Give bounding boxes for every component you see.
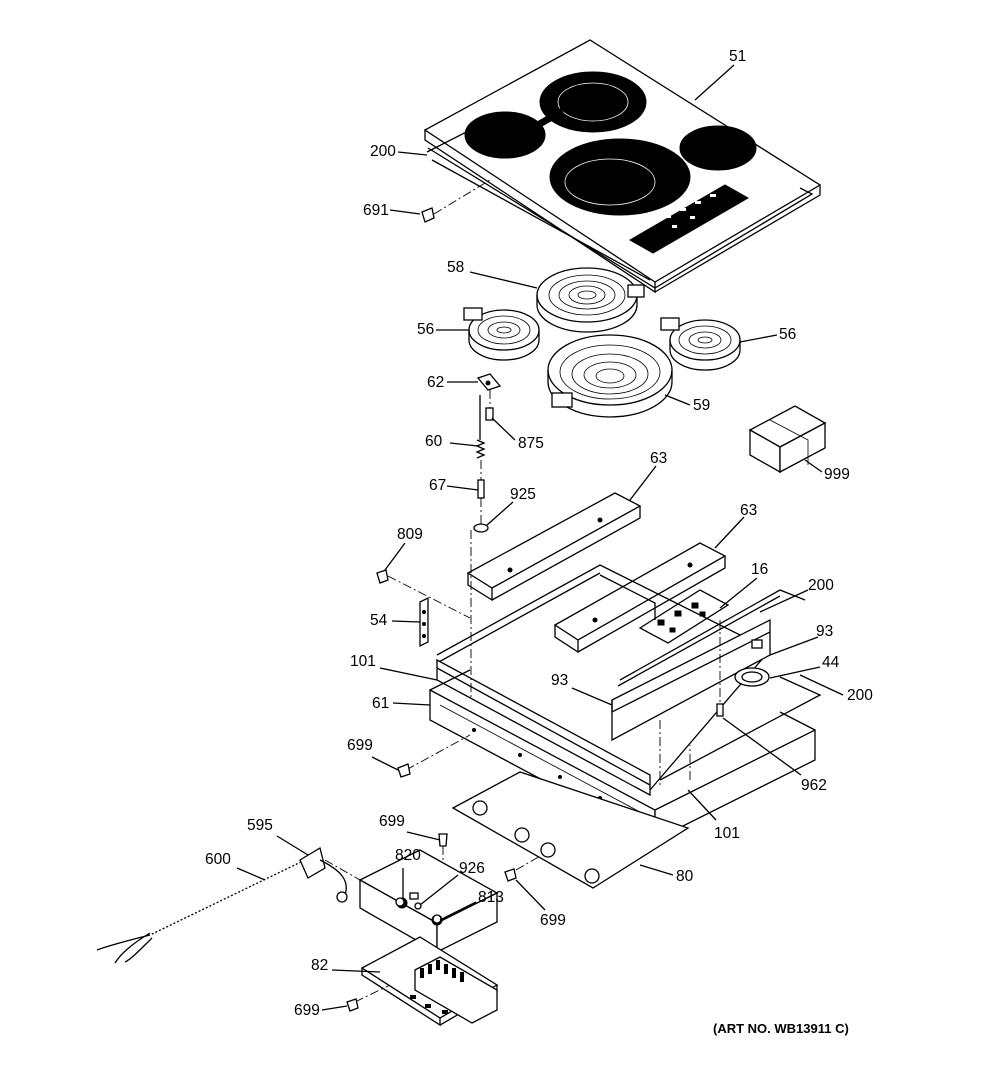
control-module-82 xyxy=(360,936,499,1027)
callout-200-mid: 200 xyxy=(808,577,834,594)
callout-600: 600 xyxy=(205,851,231,868)
grommet-44 xyxy=(734,667,770,687)
callout-699-right: 699 xyxy=(540,912,566,929)
callout-60: 60 xyxy=(425,433,443,450)
surface-element-56-left xyxy=(463,307,540,361)
callout-labels: 51 200 691 58 56 56 62 59 60 875 999 67 … xyxy=(205,48,873,1036)
callout-44: 44 xyxy=(822,654,840,671)
callout-56-left: 56 xyxy=(417,321,434,338)
callout-62: 62 xyxy=(427,374,444,391)
callout-699-left: 699 xyxy=(347,737,373,754)
bottom-cover-80 xyxy=(451,771,690,889)
callout-691: 691 xyxy=(363,202,389,219)
screw-875 xyxy=(485,390,494,421)
callout-809: 809 xyxy=(397,526,423,543)
bracket-62 xyxy=(476,373,502,391)
callout-82: 82 xyxy=(311,957,328,974)
frame-101-and-gasket-200 xyxy=(436,564,806,797)
screw-699-right xyxy=(504,868,517,882)
callout-63-left: 63 xyxy=(650,450,667,467)
screw-809 xyxy=(376,569,471,619)
surface-element-59 xyxy=(547,334,673,418)
callout-925: 925 xyxy=(510,486,536,503)
art-number: (ART NO. WB13911 C) xyxy=(713,1021,849,1036)
callout-813: 813 xyxy=(478,889,504,906)
spring-60 xyxy=(475,395,486,459)
surface-element-58 xyxy=(536,267,645,333)
callout-200-top: 200 xyxy=(370,143,396,160)
callout-101-left: 101 xyxy=(350,653,376,670)
callout-93-left: 93 xyxy=(551,672,568,689)
callout-61: 61 xyxy=(372,695,389,712)
callout-699-bottom: 699 xyxy=(294,1002,320,1019)
callout-820: 820 xyxy=(395,847,421,864)
callout-875: 875 xyxy=(518,435,544,452)
callout-51: 51 xyxy=(729,48,746,65)
callout-16: 16 xyxy=(751,561,768,578)
glass-cooktop-51 xyxy=(423,39,822,294)
leader-lines xyxy=(236,64,844,1011)
callout-56-right: 56 xyxy=(779,326,796,343)
carton-999 xyxy=(748,405,827,474)
callout-999: 999 xyxy=(824,466,850,483)
screw-699-terminal xyxy=(438,833,448,847)
gasket-200-top xyxy=(426,119,814,289)
callout-93-right: 93 xyxy=(816,623,833,640)
screw-699-bottom xyxy=(346,998,359,1012)
callout-595: 595 xyxy=(247,817,273,834)
callout-59: 59 xyxy=(693,397,710,414)
conduit-600 xyxy=(96,857,306,964)
callout-962: 962 xyxy=(801,777,827,794)
callout-926: 926 xyxy=(459,860,485,877)
screw-699-left xyxy=(397,763,411,778)
washer-925 xyxy=(473,498,489,533)
callout-54: 54 xyxy=(370,612,388,629)
post-67 xyxy=(477,460,485,499)
control-board-16 xyxy=(638,589,730,644)
gasket-200-right xyxy=(659,676,822,781)
callout-80: 80 xyxy=(676,868,694,885)
callout-200-right: 200 xyxy=(847,687,873,704)
screw-691 xyxy=(421,179,491,223)
surface-element-56-right xyxy=(660,317,741,371)
support-channel-63-right xyxy=(553,542,727,654)
callout-101-bottom: 101 xyxy=(714,825,740,842)
callout-58: 58 xyxy=(447,259,464,276)
callout-699-terminal: 699 xyxy=(379,813,405,830)
support-channel-63-left xyxy=(466,492,642,602)
callout-63-right: 63 xyxy=(740,502,757,519)
callout-67: 67 xyxy=(429,477,446,494)
screws-820-926-813 xyxy=(395,897,442,924)
bracket-54 xyxy=(419,596,429,648)
screw-962 xyxy=(716,620,724,717)
connector-595 xyxy=(299,846,361,903)
